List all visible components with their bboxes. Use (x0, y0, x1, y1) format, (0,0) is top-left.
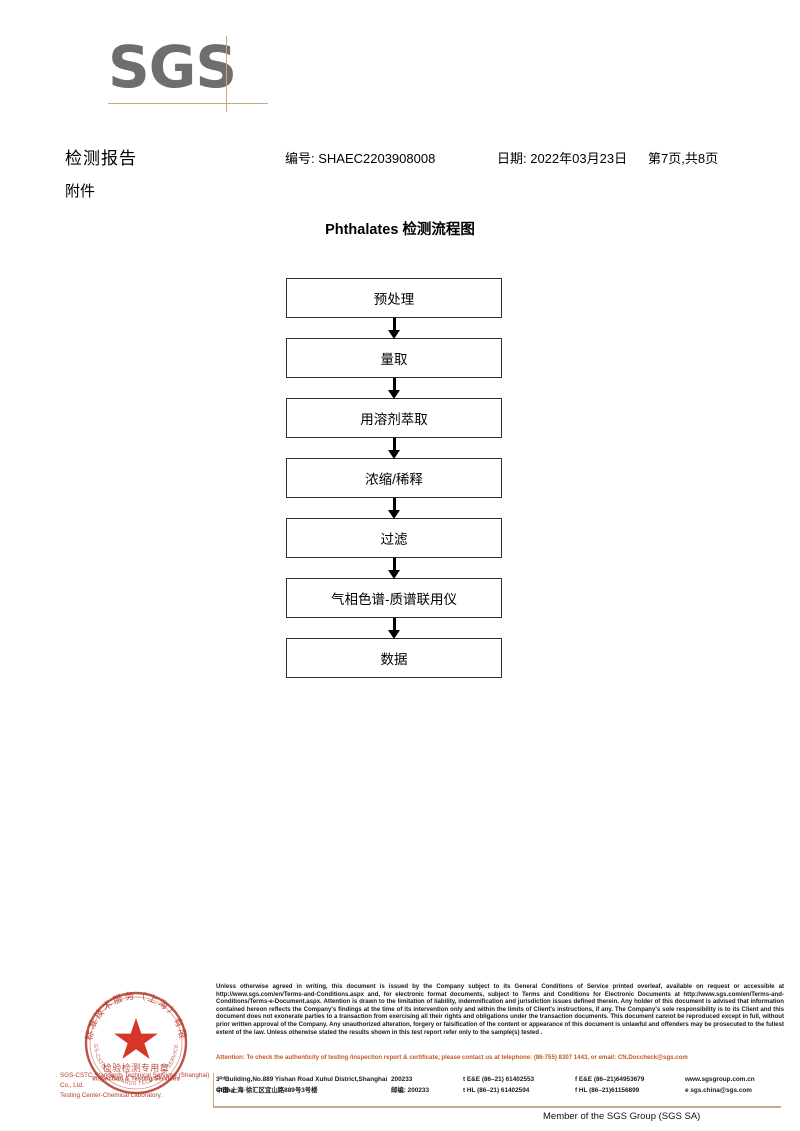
fax-ee: f E&E (86–21)64953679 (575, 1076, 645, 1083)
address-english: 3ᴿᵈBuilding,No.889 Yishan Road Xuhui Dis… (216, 1076, 388, 1094)
svg-text:Inspection & Testing Services: Inspection & Testing Services (92, 1076, 180, 1083)
zip-chinese: 邮编: 200233 (391, 1087, 430, 1094)
flowchart-step: 用溶剂萃取 (286, 398, 502, 438)
flowchart-title: Phthalates 检测流程图 (325, 222, 475, 238)
sgs-group-membership: Member of the SGS Group (SGS SA) (543, 1111, 701, 1122)
flow-arrow-icon (286, 558, 502, 579)
flow-arrow-icon (286, 378, 502, 399)
footer-disclaimer: Unless otherwise agreed in writing, this… (216, 983, 784, 1036)
contact-row-chinese: 中国·上海·徐汇区宜山路889号3号楼 邮编: 200233 t HL (86–… (216, 1085, 784, 1096)
footer-contact-block: 3ᴿᵈBuilding,No.889 Yishan Road Xuhui Dis… (216, 1074, 784, 1096)
flowchart-step: 预处理 (286, 278, 502, 318)
flowchart-step: 气相色谱-质谱联用仪 (286, 578, 502, 618)
seal-company-line-2: Testing Center-Chemical Laboratory. (60, 1092, 163, 1099)
footer-vertical-rule (213, 1073, 214, 1107)
telephone-hl: t HL (86–21) 61402594 (463, 1087, 530, 1094)
flowchart-step: 量取 (286, 338, 502, 378)
logo-horizontal-rule (108, 103, 268, 104)
seal-company-name: SGS-CSTC Standards Technical Services (S… (60, 1071, 220, 1101)
flow-arrow-icon (286, 498, 502, 519)
logo-vertical-rule (226, 36, 227, 112)
fax-hl: f HL (86–21)61156899 (575, 1087, 640, 1094)
flowchart-step: 数据 (286, 638, 502, 678)
flow-arrow-icon (286, 618, 502, 639)
footer-attention-notice: Attention: To check the authenticity of … (216, 1054, 688, 1061)
telephone-ee: t E&E (86–21) 61402553 (463, 1076, 535, 1083)
footer-horizontal-rule (213, 1106, 781, 1108)
address-chinese: 中国·上海·徐汇区宜山路889号3号楼 (216, 1087, 318, 1094)
website-url[interactable]: www.sgsgroup.com.cn (685, 1076, 755, 1083)
flow-arrow-icon (286, 438, 502, 459)
page-title: 检测报告 (65, 149, 137, 168)
company-seal-stamp: 上海标准技术服务（上海）有限公司 SGS-CSTC STANDARDS TECH… (78, 985, 194, 1101)
svg-text:检验检测专用章: 检验检测专用章 (103, 1062, 170, 1074)
contact-row-english: 3ᴿᵈBuilding,No.889 Yishan Road Xuhui Dis… (216, 1074, 784, 1094)
page-footer: 上海标准技术服务（上海）有限公司 SGS-CSTC STANDARDS TECH… (0, 975, 800, 1131)
email-address[interactable]: e sgs.china@sgs.com (685, 1087, 752, 1094)
flowchart: 预处理 量取 用溶剂萃取 浓缩/稀释 过滤 气相色谱-质谱联用仪 数据 (286, 278, 502, 678)
report-number: 编号: SHAEC2203908008 (285, 151, 436, 166)
flowchart-step: 过滤 (286, 518, 502, 558)
page-indicator: 第7页,共8页 (648, 151, 719, 166)
sgs-logo-text: SGS (108, 33, 237, 101)
flow-arrow-icon (286, 318, 502, 339)
report-date: 日期: 2022年03月23日 (497, 151, 628, 166)
zip-english: 200233 (391, 1076, 413, 1083)
seal-company-line-1: SGS-CSTC Standards Technical Services (S… (60, 1072, 210, 1089)
flowchart-step: 浓缩/稀释 (286, 458, 502, 498)
sgs-logo: SGS (108, 36, 268, 112)
attachment-label: 附件 (65, 183, 96, 200)
